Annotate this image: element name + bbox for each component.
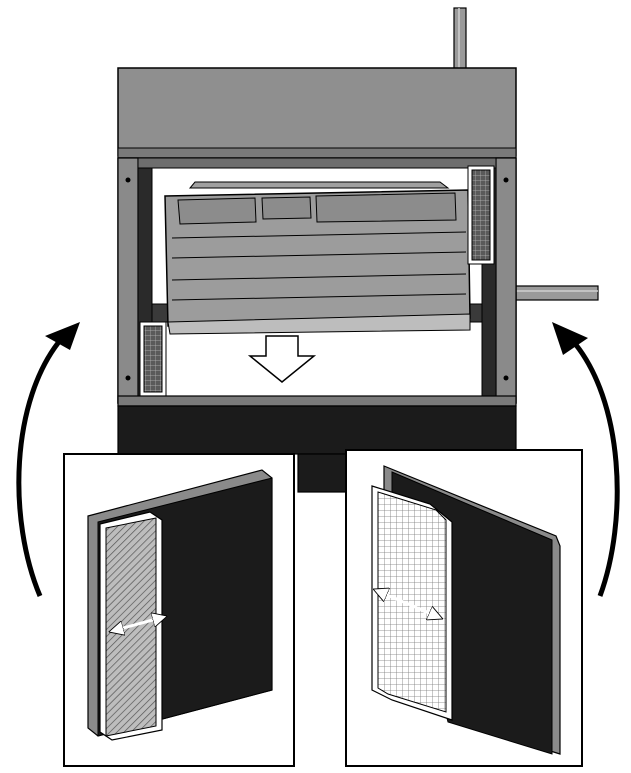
detail-inset-left <box>63 453 295 767</box>
double-arrow-icon <box>116 618 160 630</box>
filter-upper-right <box>467 165 495 265</box>
cabinet-base <box>117 395 517 493</box>
double-arrow-icon <box>380 592 436 616</box>
cabinet-top <box>117 67 517 159</box>
curved-arrow-icon-right <box>552 322 620 597</box>
down-arrow-icon <box>247 335 317 383</box>
curved-arrow-icon-left <box>16 322 80 597</box>
detail-inset-right <box>345 449 583 767</box>
filter-lower-left <box>139 321 167 397</box>
coil-module <box>164 181 471 335</box>
